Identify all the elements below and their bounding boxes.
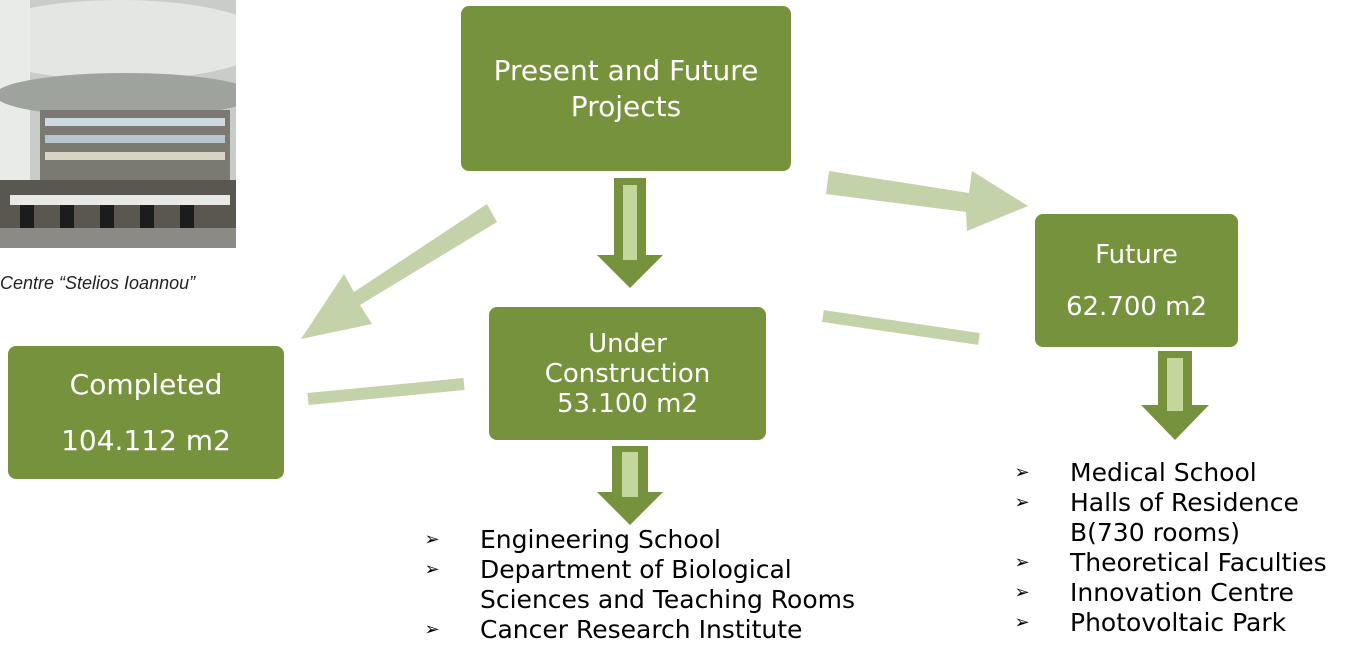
present-future-projects-box: Present and Future Projects <box>461 6 791 171</box>
arrowhead-bullet-icon: ➢ <box>1014 462 1030 483</box>
arrowhead-bullet-icon: ➢ <box>424 559 440 580</box>
connector-completed-under <box>307 378 465 405</box>
library-interior-photo <box>0 0 236 248</box>
under-construction-box: Under Construction 53.100 m2 <box>489 307 766 440</box>
list-item: ➢ Photovoltaic Park <box>1010 608 1362 638</box>
list-item: ➢ Theoretical Faculties <box>1010 548 1362 578</box>
arrow-to-future <box>826 171 1028 231</box>
list-item-text: Innovation Centre <box>1070 578 1294 607</box>
list-item: ➢ Department of Biological Sciences and … <box>420 555 900 615</box>
list-item: ➢ Engineering School <box>420 525 900 555</box>
list-item: ➢ Innovation Centre <box>1010 578 1362 608</box>
list-item-text: Department of Biological <box>480 555 792 584</box>
box-top-line1: Present and Future <box>493 53 759 87</box>
list-item-text: Cancer Research Institute <box>480 615 803 644</box>
arrowhead-bullet-icon: ➢ <box>424 619 440 640</box>
completed-box: Completed 104.112 m2 <box>8 346 284 479</box>
list-item-text-cont: B(730 rooms) <box>1070 518 1241 547</box>
list-item-text-cont: Sciences and Teaching Rooms <box>480 585 855 614</box>
arrow-down-to-under <box>597 178 663 288</box>
list-item-text: Medical School <box>1070 458 1257 487</box>
box-future-line1: Future <box>1095 239 1178 270</box>
arrow-to-completed <box>301 204 497 339</box>
list-item: ➢ Halls of Residence B(730 rooms) <box>1010 488 1362 548</box>
connector-under-future <box>822 310 980 345</box>
box-future-line2: 62.700 m2 <box>1065 291 1208 322</box>
arrowhead-bullet-icon: ➢ <box>1014 612 1030 633</box>
arrowhead-bullet-icon: ➢ <box>1014 552 1030 573</box>
box-top-line2: Projects <box>570 89 682 123</box>
arrowhead-bullet-icon: ➢ <box>424 529 440 550</box>
box-under-line1: Under <box>588 328 667 359</box>
future-projects-list: ➢ Medical School ➢ Halls of Residence B(… <box>1010 458 1362 638</box>
arrowhead-bullet-icon: ➢ <box>1014 582 1030 603</box>
list-item-text: Halls of Residence <box>1070 488 1299 517</box>
list-item: ➢ Medical School <box>1010 458 1362 488</box>
arrowhead-bullet-icon: ➢ <box>1014 492 1030 513</box>
box-completed-line2: 104.112 m2 <box>61 423 231 457</box>
future-box: Future 62.700 m2 <box>1035 214 1238 347</box>
list-item: ➢ Cancer Research Institute <box>420 615 900 645</box>
arrow-down-to-future-list <box>1141 351 1209 440</box>
library-photo-drawing <box>0 0 236 248</box>
list-item-text: Photovoltaic Park <box>1070 608 1287 637</box>
arrow-down-to-under-list <box>597 446 663 525</box>
list-item-text: Theoretical Faculties <box>1070 548 1327 577</box>
list-item-text: Engineering School <box>480 525 721 554</box>
under-construction-list: ➢ Engineering School ➢ Department of Bio… <box>420 525 900 645</box>
box-under-line2: Construction <box>544 358 711 389</box>
box-under-line3: 53.100 m2 <box>556 388 699 419</box>
box-completed-line1: Completed <box>69 367 223 401</box>
photo-caption: Centre “Stelios Ioannou” <box>0 273 196 293</box>
